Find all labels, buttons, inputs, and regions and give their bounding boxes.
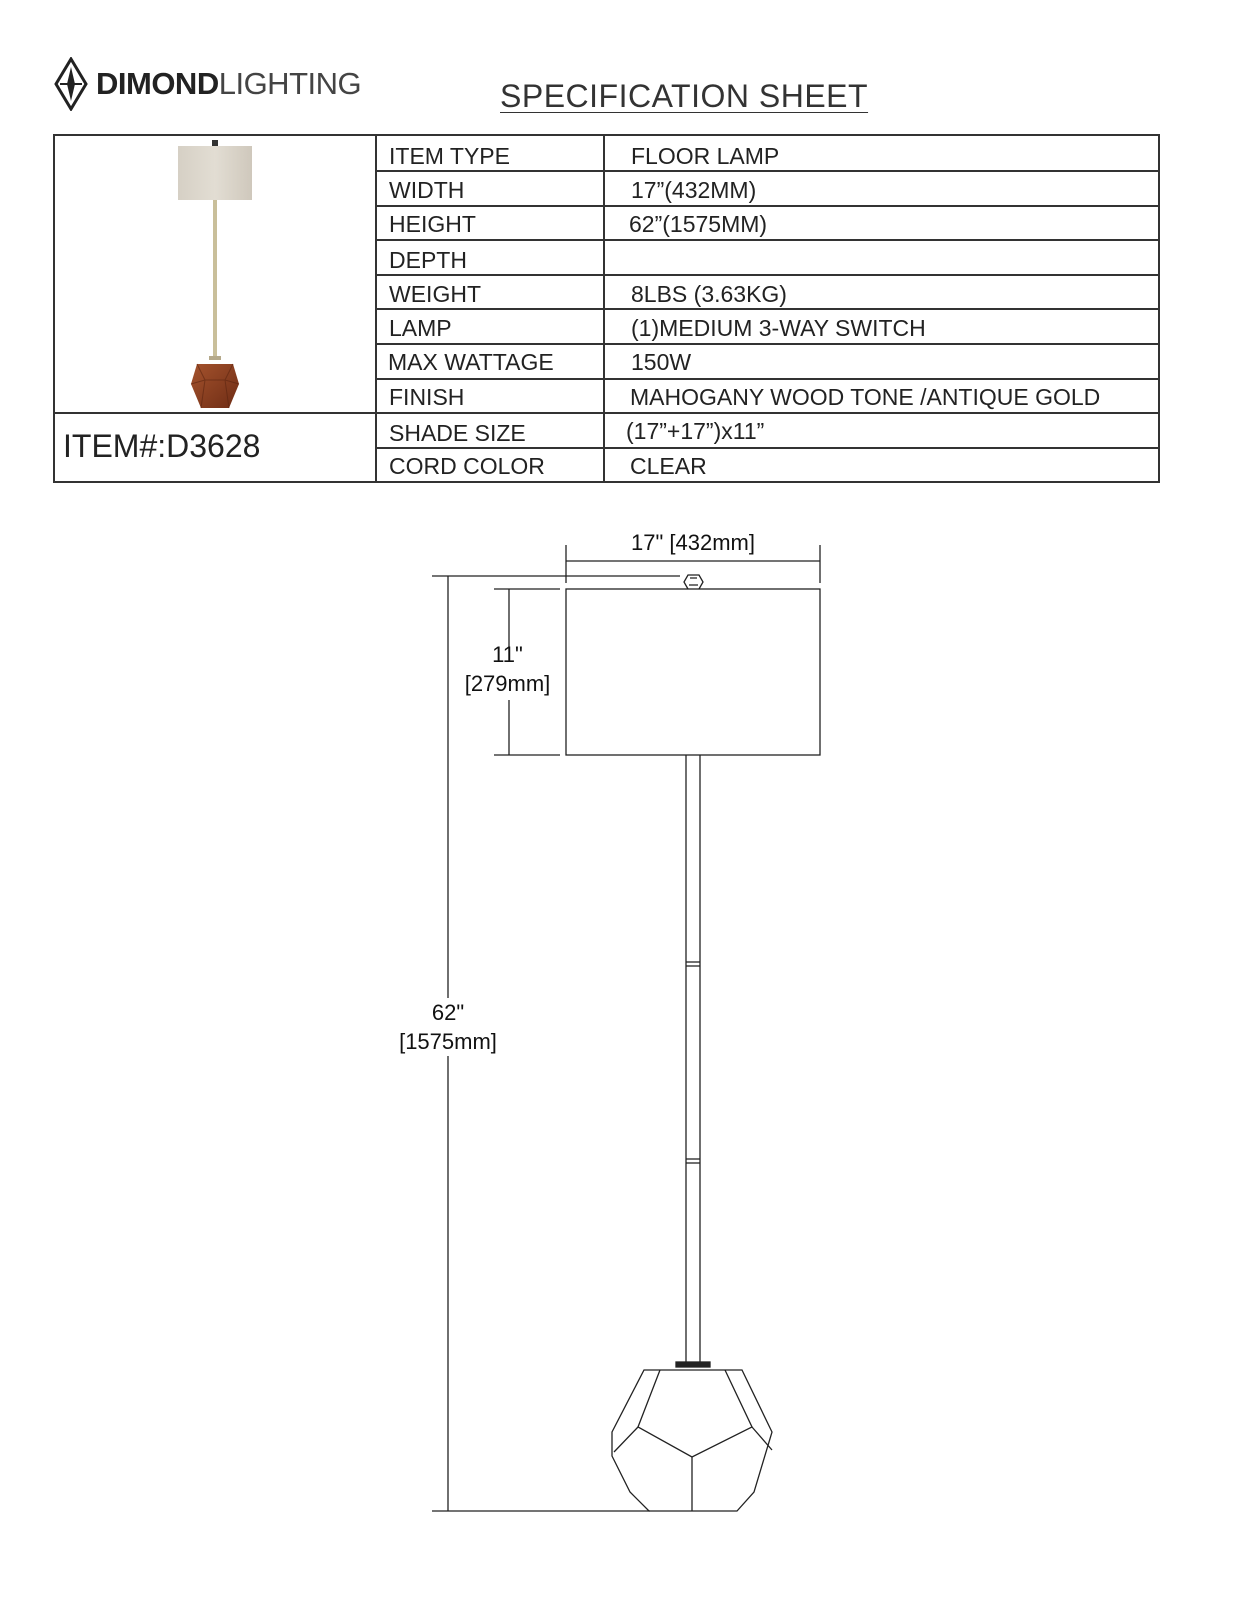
row-divider xyxy=(375,447,1158,449)
spec-value-width: 17”(432MM) xyxy=(631,177,757,203)
shade-outline xyxy=(565,588,821,756)
brand-logo: DIMONDLIGHTING xyxy=(52,57,362,111)
item-number: ITEM#:D3628 xyxy=(63,428,260,465)
spec-label-finish: FINISH xyxy=(389,384,465,410)
spec-label-lamp: LAMP xyxy=(389,315,452,341)
shade-height-mm: [279mm] xyxy=(464,671,551,696)
spec-value-lamp: (1)MEDIUM 3-WAY SWITCH xyxy=(631,315,926,341)
spec-value-height: 62”(1575MM) xyxy=(629,211,768,237)
spec-label-item-type: ITEM TYPE xyxy=(389,143,510,169)
brand-name: DIMONDLIGHTING xyxy=(96,66,362,102)
row-divider xyxy=(55,412,1158,414)
item-number-value: D3628 xyxy=(166,428,261,464)
row-divider xyxy=(375,239,1158,241)
row-divider xyxy=(375,378,1158,380)
base-outline xyxy=(611,1369,773,1512)
finial xyxy=(683,574,704,590)
row-divider xyxy=(375,308,1158,310)
spec-table: ITEM#:D3628 ITEM TYPE FLOOR LAMP WIDTH 1… xyxy=(53,134,1160,483)
total-height-inches: 62" xyxy=(431,1000,465,1025)
spec-label-max-wattage: MAX WATTAGE xyxy=(388,349,554,375)
diamond-logo-icon xyxy=(54,57,88,111)
spec-value-finish: MAHOGANY WOOD TONE /ANTIQUE GOLD xyxy=(630,384,1101,410)
spec-label-weight: WEIGHT xyxy=(389,281,481,307)
brand-name-light: LIGHTING xyxy=(218,66,362,101)
total-height-label: 62" [1575mm] xyxy=(390,998,506,1056)
spec-value-weight: 8LBS (3.63KG) xyxy=(631,281,787,307)
brand-name-bold: DIMOND xyxy=(96,66,219,101)
row-divider xyxy=(375,343,1158,345)
base-collar xyxy=(675,1361,711,1368)
row-divider xyxy=(375,274,1158,276)
page-title: SPECIFICATION SHEET xyxy=(500,78,869,114)
spec-label-height: HEIGHT xyxy=(389,211,476,237)
spec-label-width: WIDTH xyxy=(389,177,465,203)
spec-value-item-type: FLOOR LAMP xyxy=(631,143,780,169)
spec-label-cord-color: CORD COLOR xyxy=(389,453,545,479)
spec-value-max-wattage: 150W xyxy=(631,349,692,375)
shade-height-label: 11" [279mm] xyxy=(455,640,560,698)
row-divider xyxy=(375,205,1158,207)
spec-value-cord-color: CLEAR xyxy=(630,453,707,479)
shade-height-inches: 11" xyxy=(492,642,523,667)
item-number-label: ITEM#: xyxy=(63,428,167,464)
row-divider xyxy=(375,170,1158,172)
product-photo xyxy=(178,140,252,409)
spec-label-depth: DEPTH xyxy=(389,247,467,273)
spec-value-shade-size: (17”+17”)x11” xyxy=(626,418,765,444)
total-height-mm: [1575mm] xyxy=(399,1029,497,1054)
width-dimension-label: 17" [432mm] xyxy=(631,530,755,555)
spec-label-shade-size: SHADE SIZE xyxy=(389,420,526,446)
